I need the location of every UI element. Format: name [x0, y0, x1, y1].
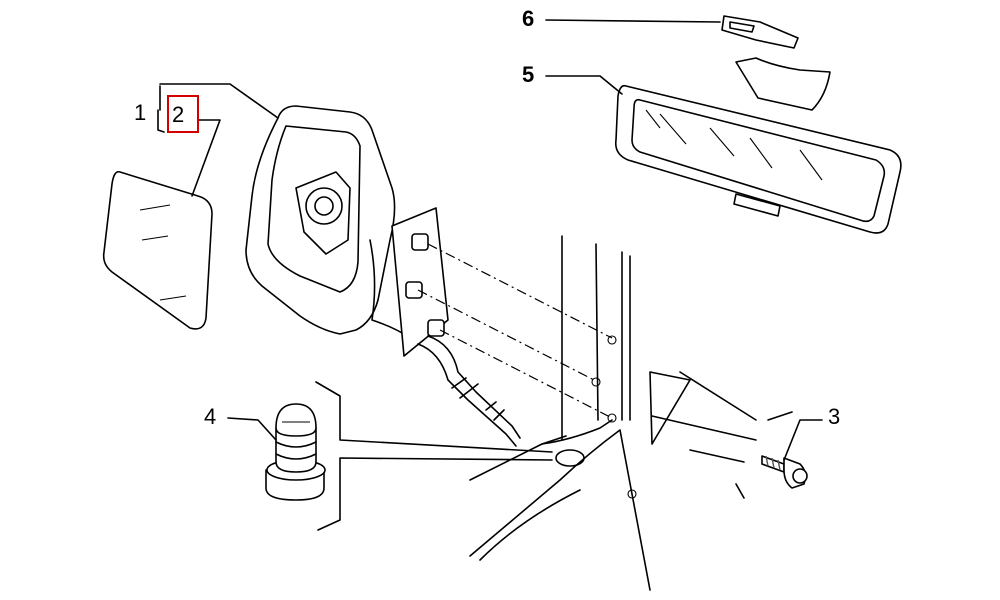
- door-leaders: [651, 371, 793, 499]
- door-mirror-housing: [245, 105, 411, 339]
- callout-label-1: 1: [134, 100, 146, 125]
- mirror-glass: [102, 170, 213, 330]
- rubber-buffer: [265, 403, 326, 501]
- callout-leaders: [157, 19, 823, 461]
- mirror-cable: [417, 335, 521, 447]
- callout-label-3: 3: [828, 404, 840, 429]
- buffer-bracket: [315, 381, 553, 531]
- callout-label-4: 4: [204, 404, 216, 429]
- callout-label-6: 6: [522, 6, 534, 31]
- screw: [761, 455, 808, 489]
- callout-label-2: 2: [172, 102, 184, 127]
- alignment-lines: [417, 243, 613, 419]
- mirror-clip: [721, 15, 799, 49]
- door-body: [469, 235, 691, 591]
- highlight-box: [167, 95, 199, 133]
- rearview-mirror: [614, 57, 902, 234]
- mounting-plate: [391, 207, 449, 357]
- callout-label-5: 5: [522, 62, 534, 87]
